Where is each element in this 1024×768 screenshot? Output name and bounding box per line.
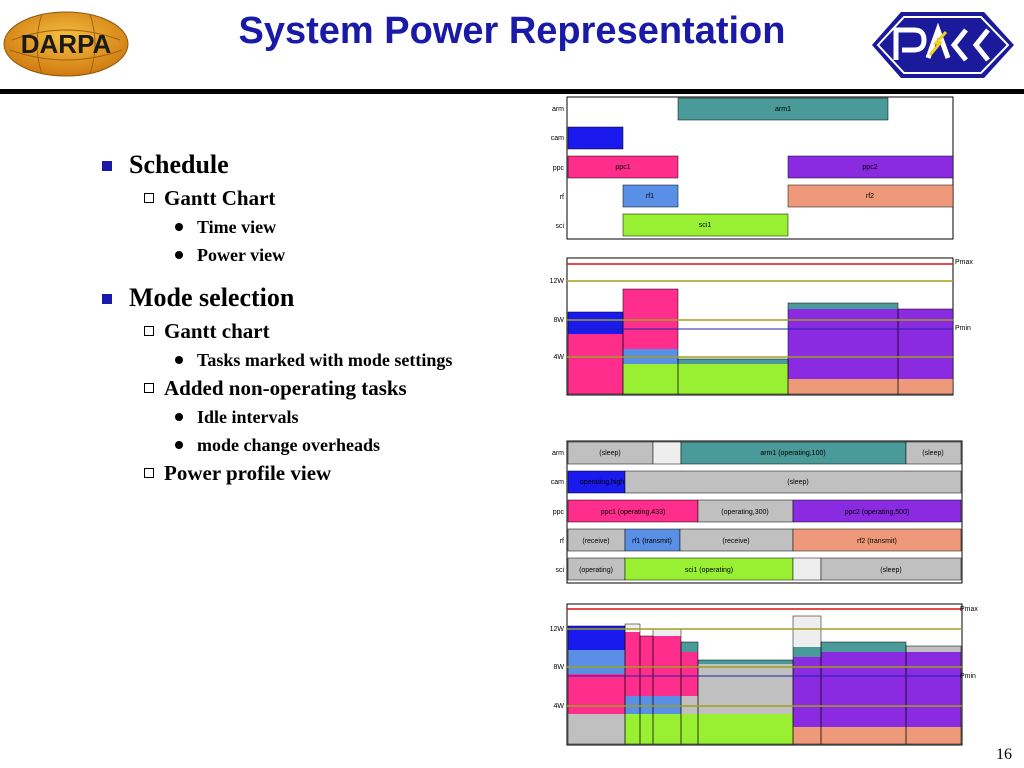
row2-label-cam: cam [551,479,564,486]
m-rf-recv2-label: (receive) [722,538,749,545]
m-cam-sleep [624,470,962,494]
bullet-list: Schedule Gantt Chart Time view Power vie… [100,150,500,490]
task-ppc2-label: ppc2 [862,164,877,171]
row2-label-rf: rf [560,538,564,545]
m-cam-sleep-label: (sleep) [787,479,808,486]
m-arm1-label: arm1 (operating,100) [760,450,825,457]
power2-label-4w: 4W [554,703,565,710]
m-sci1-label: sci1 (operating) [685,567,733,574]
task-rf2-label: rf2 [866,193,874,200]
task-rf2 [787,184,954,208]
gantt-chart-time-view: arm cam ppc rf sci arm1 cam1 ppc1 ppc2 r… [551,96,954,240]
power2-label-12w: 12W [550,626,565,633]
bullet-time-view: Time view [175,215,500,239]
gantt-chart-mode-selection: arm cam ppc rf sci (sleep) arm1 (operati… [551,440,963,584]
pacc-logo [872,12,1014,78]
bullet-power-profile: Power profile view [144,461,500,486]
m-sci-op-label: (operating) [579,567,613,574]
pmin-label: Pmin [955,325,971,332]
slide-title: System Power Representation [238,10,786,52]
task-cam1-label: cam1 [586,135,603,142]
power-label-8w: 8W [554,317,565,324]
m-arm-sleep2 [905,441,962,465]
m-cam1-label: operating,high [580,479,624,486]
m-sci-sleep [820,557,962,581]
power-profile-chart-1: 12W 8W 4W Pmax Pmin [550,257,973,396]
m-rf2-label: rf2 (transmit) [857,538,897,545]
bullet-gantt-chart-2: Gantt chart [144,319,500,344]
bullet-mode-change: mode change overheads [175,433,500,457]
m-ppc2-label: ppc2 (operating,500) [845,509,910,516]
m-arm-sleep2-label: (sleep) [922,450,943,457]
m-rf1-label: rf1 (transmit) [632,538,672,545]
pmin2-label: Pmin [960,673,976,680]
pmax-label: Pmax [955,259,973,266]
task-arm1-label: arm1 [775,106,791,113]
m-arm-idle [652,441,682,465]
power-label-4w: 4W [554,354,565,361]
row-label-cam: cam [551,135,564,142]
darpa-logo-text: DARPA [21,29,112,59]
bullet-schedule: Schedule [100,150,500,180]
row-label-arm: arm [552,106,564,113]
task-sci1-label: sci1 [699,222,712,229]
bullet-power-view: Power view [175,243,500,267]
task-rf1-label: rf1 [646,193,654,200]
task-ppc1 [567,155,679,179]
task-ppc1-label: ppc1 [615,164,630,171]
task-sci1 [622,213,789,237]
row-label-ppc: ppc [553,165,565,172]
power2-label-8w: 8W [554,664,565,671]
row2-label-ppc: ppc [553,509,565,516]
bullet-tasks-marked: Tasks marked with mode settings [175,348,500,372]
row-label-rf: rf [560,194,564,201]
pmax2-label: Pmax [960,606,978,613]
row2-label-sci: sci [555,567,564,574]
task-ppc2 [787,155,954,179]
task-cam1 [567,126,624,150]
power-label-12w: 12W [550,278,565,285]
power-profile-chart-2: 12W 8W 4W Pmax Pmin [550,603,978,746]
bullet-mode-selection: Mode selection [100,283,500,313]
m-rf2 [792,528,962,552]
m-rf-recv1-label: (receive) [582,538,609,545]
page-number: 16 [996,746,1012,763]
task-arm1 [677,97,889,121]
bullet-added-nonop: Added non-operating tasks [144,376,500,401]
bullet-idle-intervals: Idle intervals [175,405,500,429]
row-label-sci: sci [555,223,564,230]
darpa-logo: DARPA [3,11,129,77]
m-ppc2 [792,499,962,523]
m-ppc-op300-label: (operating,300) [721,509,768,516]
row2-label-arm: arm [552,450,564,457]
task-rf1 [622,184,679,208]
m-ppc1-label: ppc1 (operating,433) [601,509,666,516]
m-arm-sleep1-label: (sleep) [599,450,620,457]
title-divider [0,89,1024,94]
bullet-gantt-chart: Gantt Chart [144,186,500,211]
m-sci-idle [792,557,822,581]
m-sci-sleep-label: (sleep) [880,567,901,574]
